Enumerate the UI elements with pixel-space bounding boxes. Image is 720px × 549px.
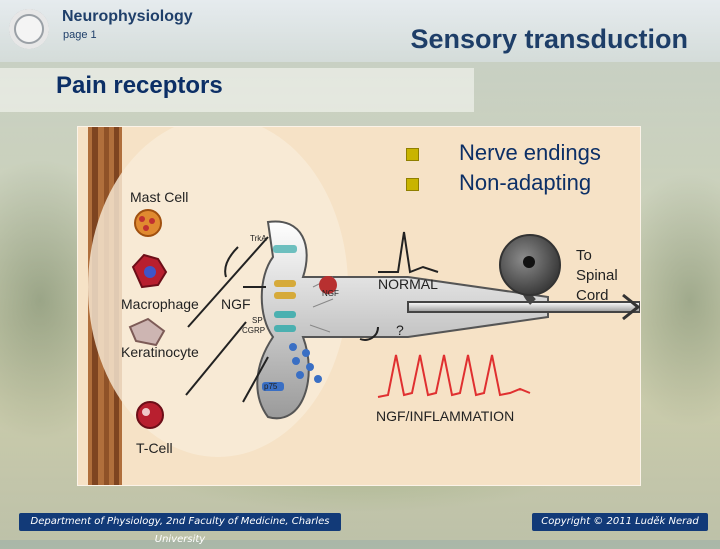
section-title: Pain receptors — [56, 72, 223, 99]
nociceptor-neuron — [256, 220, 640, 420]
receptor-channels — [262, 245, 337, 391]
trka-label: TrkA — [250, 234, 267, 243]
bullet-text: Nerve endings — [459, 140, 601, 165]
inflammation-label: NGF/INFLAMMATION — [376, 408, 514, 424]
normal-label: NORMAL — [378, 276, 438, 292]
page-label: page 1 — [63, 29, 97, 41]
university-seal-logo — [9, 9, 49, 49]
figure-illustration: Mast Cell Macrophage NGF Keratinocyte T-… — [88, 127, 640, 485]
bullet-square-icon — [406, 178, 419, 191]
pain-receptor-figure: Mast Cell Macrophage NGF Keratinocyte T-… — [77, 126, 641, 486]
p75-label: p75 — [264, 382, 278, 391]
keratinocyte-label: Keratinocyte — [121, 344, 199, 360]
sp-label: SP — [252, 316, 263, 325]
question-mark: ? — [396, 322, 404, 338]
bullet-text: Non-adapting — [459, 170, 592, 195]
spinal-label-line1: To — [576, 247, 592, 264]
spinal-label-line2: Spinal — [576, 267, 618, 284]
normal-spike-trace — [378, 231, 439, 274]
immune-cells — [128, 209, 168, 429]
slide-title: Sensory transduction — [410, 24, 688, 54]
bullet-square-icon — [406, 148, 419, 161]
signal-arrows — [185, 236, 379, 403]
ngf-label: NGF — [221, 296, 251, 312]
t-cell-label: T-Cell — [136, 440, 173, 456]
app-title: Neurophysiology — [62, 8, 193, 25]
ngf-small-label: NGF — [322, 289, 339, 298]
footer-copyright: Copyright © 2011 Luděk Nerad — [532, 513, 708, 531]
macrophage-label: Macrophage — [121, 296, 199, 312]
mast-cell-label: Mast Cell — [130, 189, 188, 205]
footer-department: Department of Physiology, 2nd Faculty of… — [19, 513, 341, 545]
header-band — [0, 0, 720, 62]
section-band — [0, 68, 474, 112]
cgrp-label: CGRP — [242, 326, 265, 335]
spinal-label-line3: Cord — [576, 287, 609, 304]
inflammation-spike-trace — [377, 354, 531, 398]
